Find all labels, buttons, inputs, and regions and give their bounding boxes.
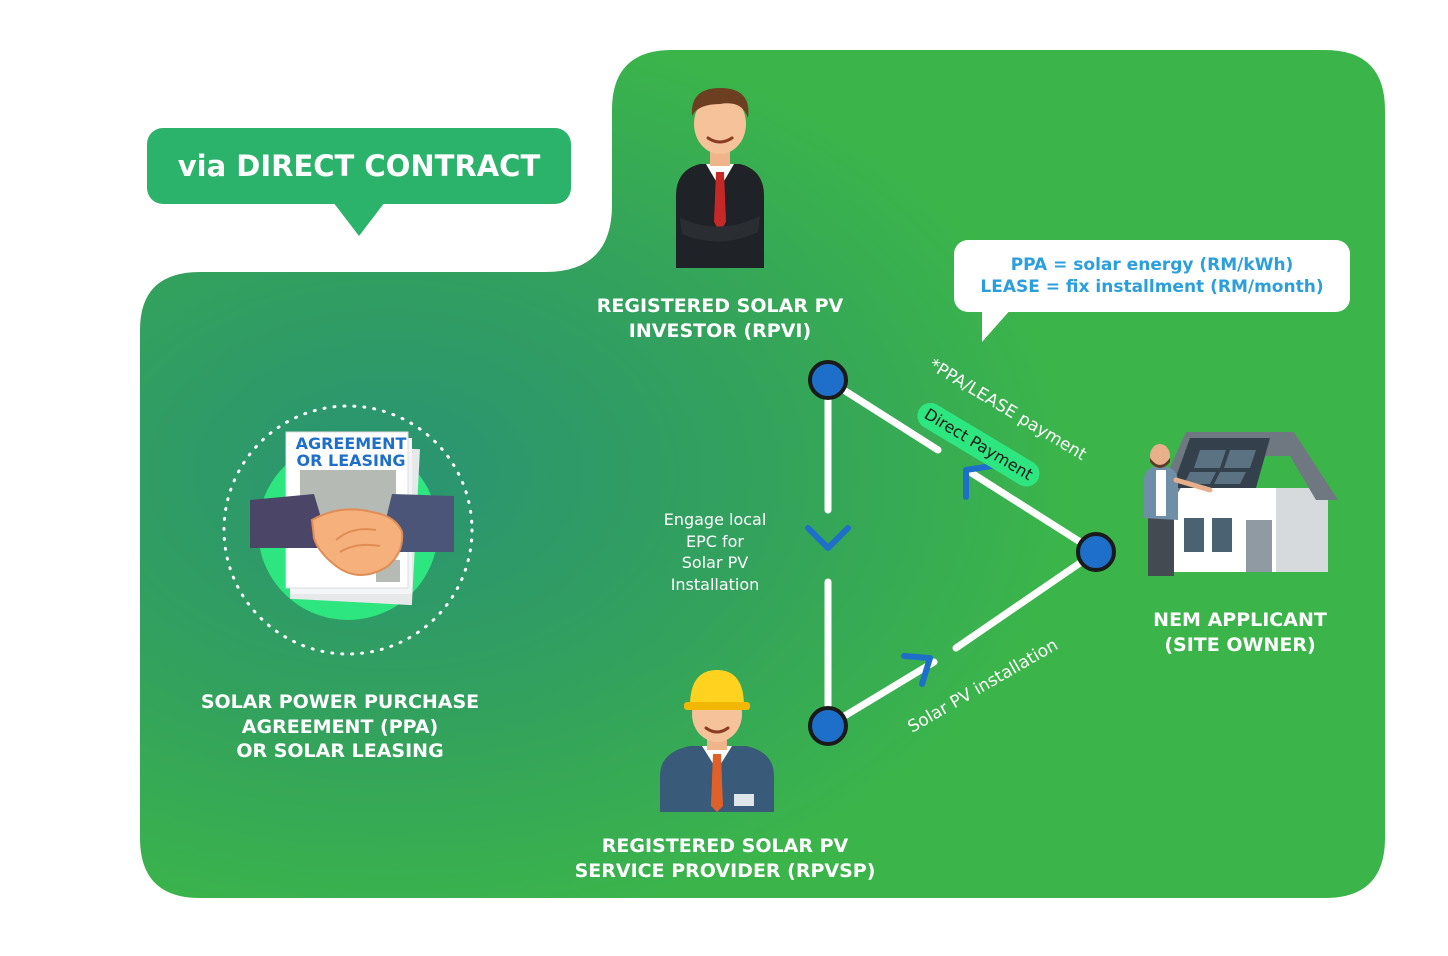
nodes <box>808 360 1116 746</box>
service-provider-label-line2: SERVICE PROVIDER (RPVSP) <box>574 859 876 882</box>
handshake-contract-icon <box>222 404 474 656</box>
agreement-doc-line2: OR LEASING <box>297 451 406 470</box>
title-bubble: via DIRECT CONTRACT <box>147 128 571 204</box>
engage-epc-line1: Engage local <box>663 510 767 529</box>
arrow-heads <box>805 463 995 687</box>
node-investor <box>808 360 848 400</box>
node-applicant <box>1076 532 1116 572</box>
up-arrow-icon <box>963 463 995 500</box>
service-provider-label-line1: REGISTERED SOLAR PV <box>601 835 849 857</box>
investor-label: REGISTERED SOLAR PV INVESTOR (RPVI) <box>560 294 880 343</box>
pricing-ppa: PPA = solar energy (RM/kWh) <box>1010 254 1294 275</box>
investor-label-line2: INVESTOR (RPVI) <box>628 319 812 342</box>
service-provider-label: REGISTERED SOLAR PV SERVICE PROVIDER (RP… <box>540 834 910 883</box>
agreement-label: SOLAR POWER PURCHASE AGREEMENT (PPA) OR … <box>170 690 510 764</box>
engage-epc-line2: EPC for <box>685 531 744 551</box>
agreement-label-line2: AGREEMENT (PPA) <box>241 715 439 738</box>
agreement-label-line3: OR SOLAR LEASING <box>236 740 444 763</box>
pricing-info-bubble-tail <box>982 308 1012 342</box>
engage-epc-label: Engage local EPC for Solar PV Installati… <box>648 509 782 595</box>
businessman-icon <box>676 88 764 268</box>
applicant-label: NEM APPLICANT (SITE OWNER) <box>1120 608 1360 657</box>
engineer-hardhat-icon <box>660 670 774 812</box>
applicant-label-line2: (SITE OWNER) <box>1164 633 1316 656</box>
engage-epc-line3: Solar PV <box>681 553 749 573</box>
engage-epc-line4: Installation <box>670 574 760 594</box>
down-arrow-icon <box>805 525 851 551</box>
pricing-lease: LEASE = fix installment (RM/month) <box>980 277 1324 297</box>
node-service-provider <box>808 706 848 746</box>
title-bubble-tail <box>333 202 385 236</box>
triangle-connections <box>824 376 1100 730</box>
pricing-info-bubble: PPA = solar energy (RM/kWh) LEASE = fix … <box>954 240 1350 312</box>
investor-label-line1: REGISTERED SOLAR PV <box>596 295 844 317</box>
agreement-doc-line1: AGREEMENT <box>296 434 407 453</box>
agreement-label-line1: SOLAR POWER PURCHASE <box>200 691 480 713</box>
applicant-label-line1: NEM APPLICANT <box>1153 609 1327 631</box>
house-with-solar-panels-icon <box>1144 432 1338 576</box>
right-arrow-icon <box>901 653 933 687</box>
diagram-title: via DIRECT CONTRACT <box>177 149 541 183</box>
